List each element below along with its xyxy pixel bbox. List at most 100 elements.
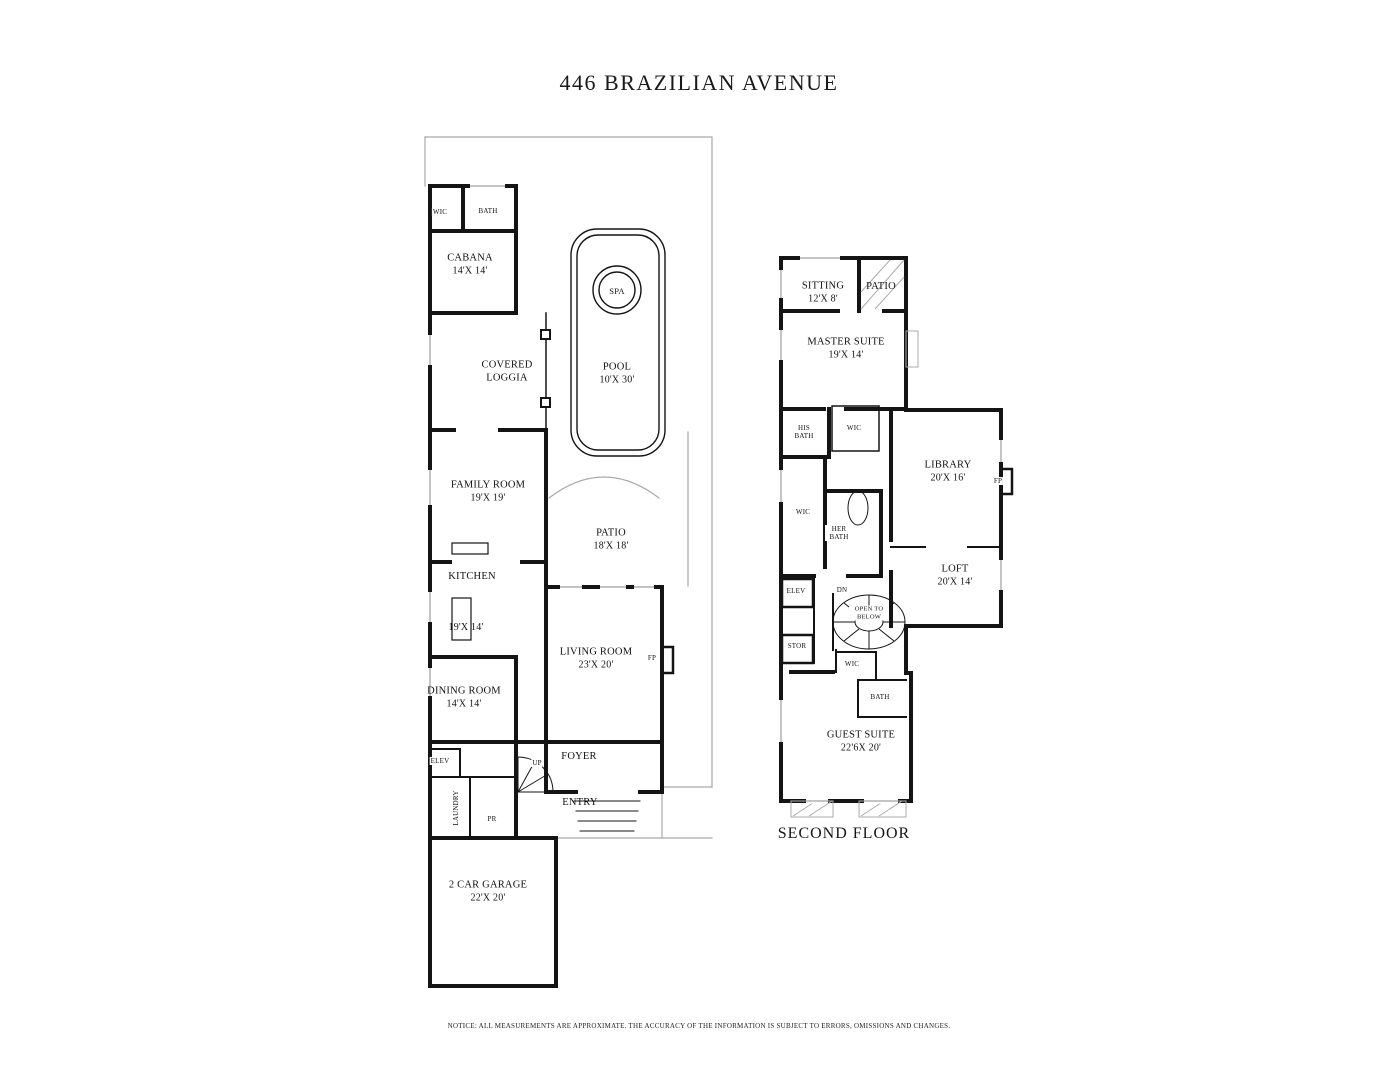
label-fp-library: FP [992, 477, 1004, 485]
room-name: BATH [478, 207, 498, 215]
pool-outline [570, 228, 666, 457]
room-dims: 22'X 20' [470, 892, 506, 903]
room-name: LAUNDRY [452, 790, 460, 826]
second-floor-heading: SECOND FLOOR [778, 825, 910, 843]
label-wic-cabana: WIC [431, 208, 449, 216]
label-powder-room: PR [486, 815, 498, 823]
room-name: OPEN TO BELOW [854, 605, 884, 621]
label-bath-guest: BATH [869, 693, 891, 701]
label-storage: STOR [786, 642, 808, 650]
room-dims: 10'X 30' [599, 374, 635, 385]
room-name: WIC [432, 208, 448, 216]
room-name: SITTING [801, 280, 845, 292]
room-name: KITCHEN [448, 570, 496, 582]
column [540, 397, 551, 408]
room-name: PATIO [596, 527, 626, 539]
room-dims: 14'X 14' [446, 698, 482, 709]
room-name: HER BATH [829, 525, 849, 541]
room-name: ELEV [786, 587, 806, 595]
room-dims: 22'6X 20' [840, 742, 882, 753]
room-name: FP [647, 654, 657, 662]
room-name: DINING ROOM [427, 685, 501, 697]
kitchen-island [451, 597, 472, 641]
room-name: POOL [602, 361, 632, 373]
room-name: FOYER [561, 750, 597, 762]
kitchen-counter [451, 542, 489, 555]
label-his-bath: HIS BATH [790, 424, 818, 440]
room-name: LIVING ROOM [559, 646, 633, 658]
spa-circle [592, 265, 642, 315]
label-kitchen-dims: 19'X 14' [449, 622, 484, 635]
label-elev-second: ELEV [785, 587, 807, 595]
room-dims: 18'X 18' [593, 540, 629, 551]
room-dims: 19'X 14' [828, 349, 864, 360]
label-sitting: SITTING 12'X 8' [802, 281, 844, 306]
label-her-bath: HER BATH [825, 525, 853, 541]
label-cabana: CABANA 14'X 14' [447, 253, 493, 278]
label-library: LIBRARY 20'X 16' [925, 460, 972, 485]
label-patio-first: PATIO 18'X 18' [594, 528, 629, 553]
fireplace-library [999, 467, 1014, 496]
room-dims: 20'X 14' [937, 576, 973, 587]
first-floor-walls [428, 184, 664, 988]
label-dining-room: DINING ROOM 14'X 14' [427, 686, 501, 711]
label-wic-her: WIC [794, 508, 812, 516]
room-name: PATIO [866, 280, 896, 292]
label-fp-living: FP [646, 654, 658, 662]
first-floor-interior [428, 312, 675, 839]
room-dims: 23'X 20' [578, 659, 614, 670]
label-foyer: FOYER [561, 751, 596, 764]
label-loft: LOFT 20'X 14' [938, 564, 973, 589]
room-name: STOR [787, 642, 807, 650]
room-name: MASTER SUITE [807, 336, 885, 348]
room-name: COVERED LOGGIA [481, 359, 533, 384]
room-name: 2 CAR GARAGE [448, 879, 528, 891]
room-name: HIS BATH [794, 424, 814, 440]
room-dims: 12'X 8' [808, 293, 838, 304]
room-dims: 14'X 14' [452, 265, 488, 276]
stairs-down-spiral [832, 594, 906, 650]
wic-master-room [831, 405, 880, 452]
fireplace-living [660, 645, 675, 675]
label-laundry: LAUNDRY [452, 790, 460, 825]
bathtub [847, 490, 869, 526]
lot-outline [424, 136, 713, 839]
label-spa: SPA [609, 286, 624, 296]
page-title: 446 BRAZILIAN AVENUE [559, 70, 839, 95]
label-garage: 2 CAR GARAGE 22'X 20' [449, 880, 527, 905]
label-kitchen: KITCHEN [448, 571, 495, 584]
room-name: LIBRARY [924, 459, 972, 471]
room-name: UP [532, 759, 542, 767]
second-floor-interior [780, 405, 1014, 718]
room-name: WIC [846, 424, 862, 432]
label-bath-cabana: BATH [477, 207, 499, 215]
room-name: BATH [870, 693, 890, 701]
label-stairs-dn: DN [835, 586, 849, 594]
room-name: ELEV [430, 757, 450, 765]
label-covered-loggia: COVERED LOGGIA [475, 360, 539, 385]
label-wic-guest: WIC [843, 660, 861, 668]
column [540, 329, 551, 340]
room-name: DN [836, 586, 848, 594]
label-patio-second: PATIO [866, 281, 896, 294]
room-name: GUEST SUITE [826, 729, 896, 741]
room-dims: 19'X 14' [448, 621, 484, 633]
room-name: FP [993, 477, 1003, 485]
label-wic-master: WIC [845, 424, 863, 432]
room-dims: 20'X 16' [930, 472, 966, 483]
balcony-hatches [790, 259, 919, 818]
room-name: SPA [609, 286, 625, 296]
room-name: LOFT [941, 563, 969, 575]
label-elev-first: ELEV [429, 757, 451, 765]
label-master-suite: MASTER SUITE 19'X 14' [807, 337, 884, 362]
label-entry: ENTRY [562, 797, 597, 810]
room-dims: 19'X 19' [470, 492, 506, 503]
label-open-to-below: OPEN TO BELOW [849, 605, 889, 621]
label-living-room: LIVING ROOM 23'X 20' [560, 647, 633, 672]
room-name: FAMILY ROOM [450, 479, 526, 491]
label-pool: POOL 10'X 30' [600, 362, 635, 387]
room-name: PR [487, 815, 497, 823]
label-stairs-up: UP [531, 759, 543, 767]
